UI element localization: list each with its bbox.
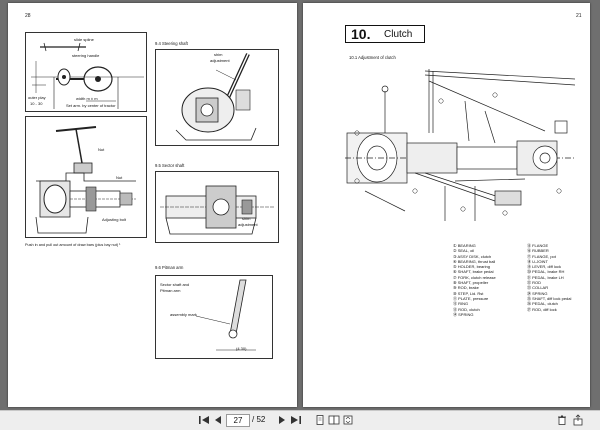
last-page-icon bbox=[291, 416, 301, 424]
trash-icon bbox=[558, 415, 566, 425]
parts-item: ② SEAL, oil bbox=[453, 248, 475, 254]
parts-item: ⑮ FLANGE bbox=[527, 243, 549, 248]
chapter-number: 10. bbox=[351, 26, 371, 42]
parts-item: ⑦ FORK, clutch release bbox=[453, 274, 496, 280]
parts-item: ㉓ COLLAR bbox=[527, 285, 549, 291]
label-adjusting-bolt: Adjusting bolt bbox=[102, 217, 127, 222]
figure-steering-handle: slide spline steering handle width m ± m… bbox=[25, 32, 147, 112]
section-heading-9-6: 9.6 Pitman arm bbox=[155, 265, 184, 270]
figure-steering-shaft: shim adjustment bbox=[155, 49, 279, 146]
parts-item: ⑭ SPRING bbox=[453, 311, 474, 317]
prev-page-button[interactable] bbox=[212, 414, 224, 426]
page-right: 21 10. Clutch 10.1 Adjustment of clutch bbox=[303, 3, 590, 407]
viewer-toolbar: / 52 bbox=[0, 410, 600, 430]
document-viewport[interactable]: 28 slide spline steering handle bbox=[0, 0, 600, 410]
steering-handle-drawing bbox=[31, 42, 144, 109]
parts-item: ㉕ SHAFT, diff lock pedal bbox=[527, 295, 572, 301]
parts-item: ⑩ STEP, Lid. Rst bbox=[453, 290, 484, 296]
parts-item: ㉔ SPRING bbox=[527, 290, 548, 296]
steering-shaft-drawing bbox=[175, 53, 257, 141]
figure-sector-shaft: shim adjustment bbox=[155, 171, 279, 243]
parts-item: ④ BEARING, thrust ball bbox=[453, 258, 496, 264]
figure-adjusting-bolt: Nut Nut Adjusting bolt bbox=[25, 116, 147, 238]
first-page-button[interactable] bbox=[198, 414, 210, 426]
parts-item: ⑰ FLANGE, pot bbox=[527, 253, 556, 259]
figure-pitman-arm: Sector shaft and Pitman arm assembly mar… bbox=[155, 275, 273, 359]
single-page-icon bbox=[316, 415, 324, 425]
parts-item: ⑪ PLATE, pressure bbox=[453, 295, 489, 301]
parts-item: ⑤ HOLDER, bearing bbox=[453, 264, 490, 270]
parts-item: ⑳ PEDAL, brake RH bbox=[527, 269, 565, 275]
next-page-button[interactable] bbox=[276, 414, 288, 426]
label-sector-shaft-and: Sector shaft and bbox=[160, 282, 190, 287]
delete-button[interactable] bbox=[556, 414, 568, 426]
page-total: / 52 bbox=[252, 415, 266, 424]
clutch-assembly-diagram bbox=[345, 69, 576, 221]
page-number: 21 bbox=[576, 13, 582, 19]
label-adjustment-2: adjustment bbox=[238, 222, 258, 227]
page-left: 28 slide spline steering handle bbox=[8, 3, 297, 407]
parts-item: ⑱ U-JOINT bbox=[527, 258, 548, 264]
parts-item: ① BEARING bbox=[453, 243, 476, 248]
label-adjustment: adjustment bbox=[210, 58, 230, 63]
two-page-icon bbox=[328, 415, 340, 425]
parts-item: ㉑ PEDAL, brake LH bbox=[527, 274, 564, 280]
parts-item: ⑨ ROD, brake bbox=[453, 285, 479, 291]
fit-page-icon bbox=[343, 415, 353, 425]
first-page-icon bbox=[199, 416, 209, 424]
label-shim: shim bbox=[214, 52, 223, 57]
share-button[interactable] bbox=[572, 414, 584, 426]
parts-item: ⑥ SHAFT, brake pedal bbox=[453, 269, 494, 275]
sector-shaft-drawing bbox=[160, 185, 274, 235]
parts-item: ⑯ RUBBER bbox=[527, 248, 549, 254]
parts-list-left: ① BEARING ② SEAL, oil ③ ASSY DISK, clutc… bbox=[453, 243, 496, 317]
label-steering-handle: steering handle bbox=[72, 53, 100, 58]
figure-caption: Push in and pull out amount of draw bars… bbox=[25, 243, 121, 247]
parts-item: ⑧ SHAFT, propeller bbox=[453, 280, 489, 286]
section-heading-9-4: 9.4 Steering shaft bbox=[155, 41, 188, 46]
parts-item: ㉗ ROD, diff lock bbox=[527, 306, 557, 312]
label-nut-side: Nut bbox=[116, 175, 123, 180]
single-page-view-button[interactable] bbox=[314, 414, 326, 426]
section-heading-9-5: 9.5 Sector shaft bbox=[155, 163, 185, 168]
parts-item: ⑫ RING bbox=[453, 301, 469, 307]
chapter-title: Clutch bbox=[384, 29, 413, 40]
parts-item: ⑬ ROD, clutch bbox=[453, 306, 480, 312]
fit-page-button[interactable] bbox=[342, 414, 354, 426]
next-page-icon bbox=[279, 416, 285, 424]
label-width: width m ± m bbox=[76, 96, 98, 101]
section-heading-10-1: 10.1 Adjustment of clutch bbox=[349, 55, 396, 60]
label-slide-spline: slide spline bbox=[74, 37, 94, 42]
page-number: 28 bbox=[25, 13, 31, 19]
parts-item: ③ ASSY DISK, clutch bbox=[453, 253, 492, 259]
label-angle: (4 30) bbox=[236, 346, 247, 351]
label-play-value: 10 - 30 bbox=[30, 101, 43, 106]
label-pitman-arm: Pitman arm bbox=[160, 288, 181, 293]
chapter-heading-box: 10. Clutch bbox=[345, 25, 425, 43]
parts-item: ㉖ PEDAL, clutch bbox=[527, 301, 558, 307]
label-outer-play: outer play bbox=[28, 95, 46, 100]
last-page-button[interactable] bbox=[290, 414, 302, 426]
label-shim-2: shim bbox=[242, 216, 251, 221]
parts-item: ㉒ ROD bbox=[527, 280, 541, 286]
share-icon bbox=[573, 414, 583, 426]
prev-page-icon bbox=[215, 416, 221, 424]
two-page-view-button[interactable] bbox=[328, 414, 340, 426]
label-nut-top: Nut bbox=[98, 147, 105, 152]
label-assembly-mark: assembly mark bbox=[170, 312, 197, 317]
parts-item: ⑲ LEVER, diff lock bbox=[527, 264, 561, 270]
parts-list-right: ⑮ FLANGE ⑯ RUBBER ⑰ FLANGE, pot ⑱ U-JOIN… bbox=[527, 243, 571, 312]
page-number-input[interactable] bbox=[226, 414, 250, 427]
label-set-arm: Set arm. by center of tractor bbox=[66, 103, 116, 108]
pitman-arm-drawing bbox=[195, 279, 256, 351]
adjusting-bolt-drawing bbox=[35, 126, 136, 234]
